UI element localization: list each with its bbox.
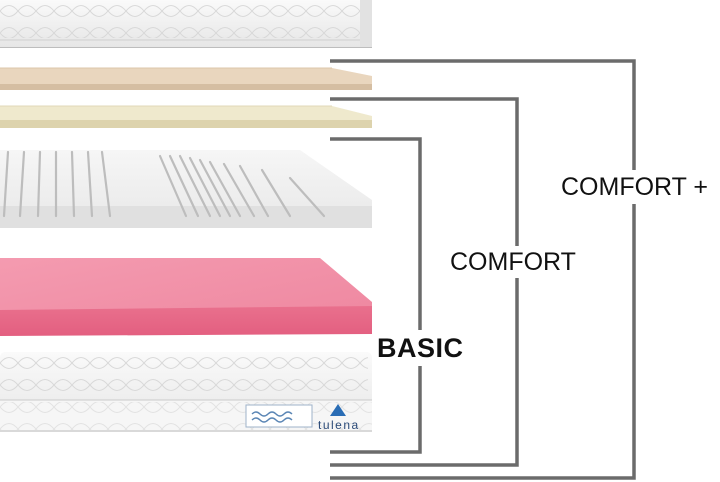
brand-logo-icon bbox=[330, 404, 346, 416]
top-cover-layer bbox=[0, 0, 372, 48]
bracket-comfort-plus bbox=[330, 59, 636, 480]
latex-layer bbox=[0, 67, 372, 90]
brand-name: tulena bbox=[318, 418, 360, 432]
memory-foam-layer bbox=[0, 105, 372, 128]
comfort-plus-label: COMFORT + bbox=[561, 173, 709, 201]
basic-label: BASIC bbox=[377, 333, 464, 363]
bottom-cover-layer bbox=[0, 352, 372, 432]
bracket-basic bbox=[330, 137, 422, 454]
bracket-comfort bbox=[330, 97, 519, 467]
comfort-label: COMFORT bbox=[450, 248, 576, 276]
pink-base-foam-layer bbox=[0, 258, 372, 336]
grey-channel-foam-layer bbox=[0, 150, 372, 228]
